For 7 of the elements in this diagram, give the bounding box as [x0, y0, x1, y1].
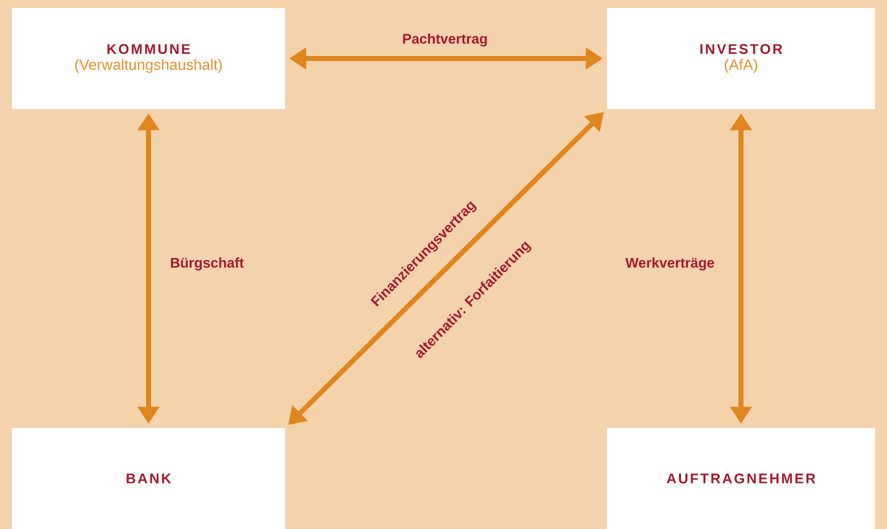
box: BANK	[12, 428, 285, 529]
box: INVESTOR (AfA)	[607, 8, 875, 109]
edge-label: Pachtvertrag	[403, 33, 487, 47]
edge-label: Werkverträge	[625, 257, 714, 271]
edge-label: Bürgschaft	[171, 257, 244, 271]
box: AUFTRAGNEHMER	[607, 428, 875, 529]
box: KOMMUNE (Verwaltungshaushalt)	[12, 8, 285, 109]
